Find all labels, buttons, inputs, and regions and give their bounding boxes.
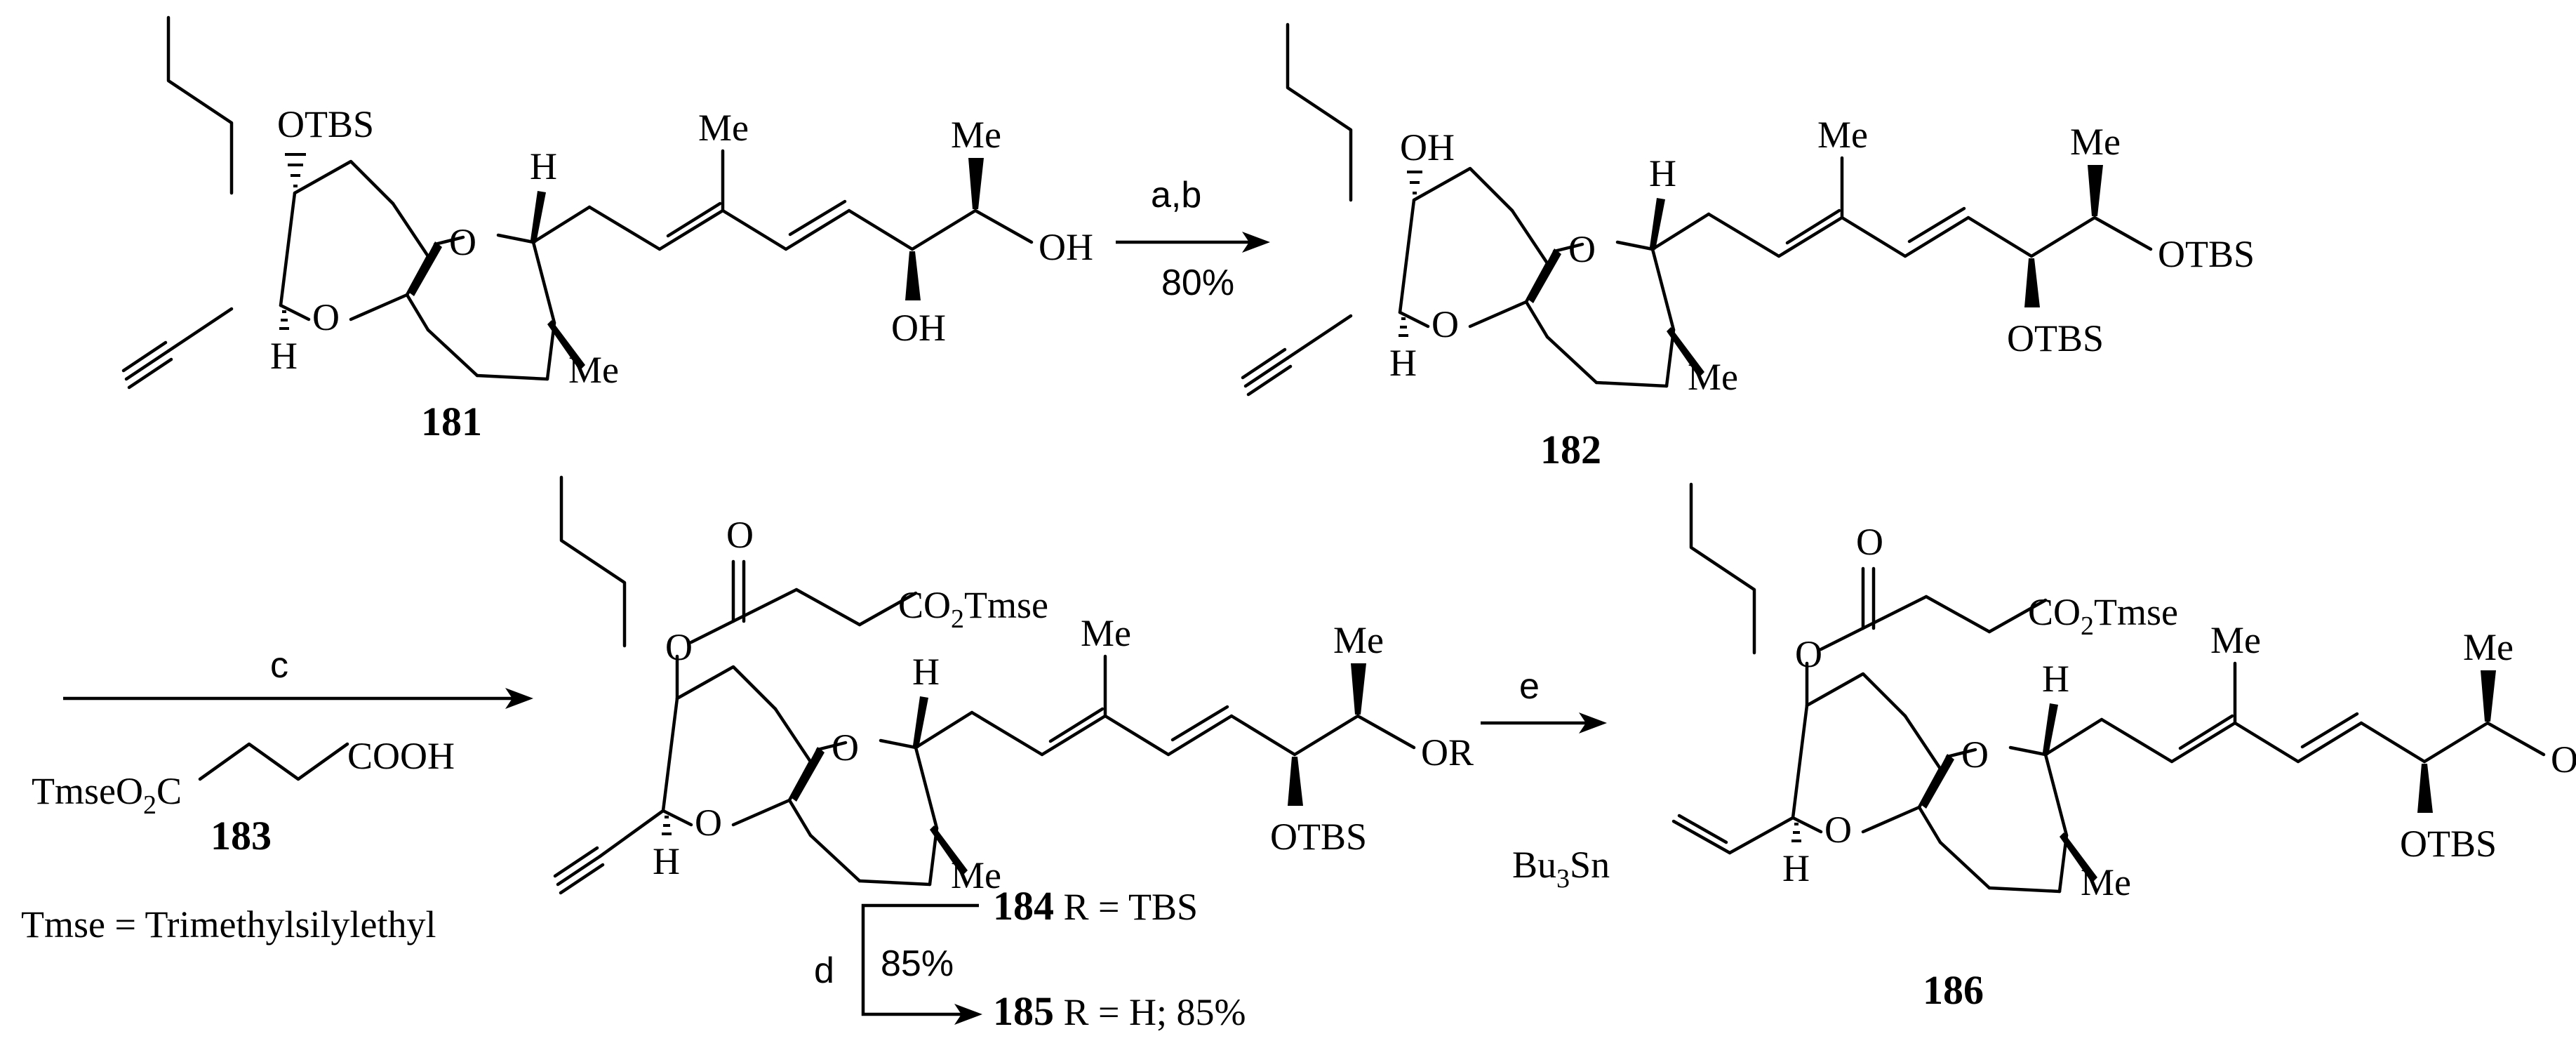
compound-number: 181 bbox=[421, 399, 482, 444]
reagent-label: d bbox=[814, 950, 834, 991]
otbs-label: OTBS bbox=[2158, 233, 2255, 275]
ring-oxygen-label: O bbox=[1824, 809, 1852, 851]
ring-oxygen-label: O bbox=[832, 726, 859, 769]
compound-number: 183 bbox=[211, 813, 272, 858]
hydrogen-label: H bbox=[653, 840, 680, 882]
hydrogen-label: H bbox=[270, 335, 298, 377]
carbonyl-oxygen-label: O bbox=[726, 514, 754, 556]
tributyltin-label: Bu3Sn bbox=[1512, 844, 1610, 894]
methyl-label: Me bbox=[698, 107, 749, 149]
methyl-label: Me bbox=[2463, 626, 2514, 668]
otbs-label: OTBS bbox=[2400, 823, 2497, 865]
ring-oxygen-label: O bbox=[695, 802, 722, 844]
hydrogen-label: H bbox=[912, 651, 940, 693]
otbs-label: OTBS bbox=[1270, 816, 1367, 858]
abbreviation-note: Tmse = Trimethylsilylethyl bbox=[21, 903, 436, 945]
compound-number: 182 bbox=[1540, 427, 1601, 472]
otbs-label: OTBS bbox=[277, 103, 374, 145]
ring-oxygen-label: O bbox=[449, 221, 476, 263]
tmse-ester-label: TmseO2C bbox=[32, 770, 182, 820]
ring-oxygen-label: O bbox=[312, 296, 340, 338]
ester-oxygen-label: O bbox=[1795, 633, 1822, 675]
ring-oxygen-label: O bbox=[1961, 734, 1989, 776]
compound-183: TmseO2C COOH 183 bbox=[32, 735, 455, 858]
methyl-label: Me bbox=[2081, 861, 2131, 903]
reagent-label: a,b bbox=[1151, 175, 1201, 215]
hydrogen-label: H bbox=[1782, 847, 1810, 889]
compound-184-label: 184 R = TBS bbox=[993, 883, 1198, 929]
carboxylic-acid-label: COOH bbox=[347, 735, 455, 777]
methyl-label: Me bbox=[2070, 121, 2121, 163]
carbonyl-oxygen-label: O bbox=[1856, 521, 1883, 563]
hydroxyl-label: OH bbox=[891, 307, 946, 349]
compound-185-label: 185 R = H; 85% bbox=[993, 988, 1246, 1034]
compound-184-185-labels: 184 R = TBS 185 R = H; 85% bbox=[993, 883, 1246, 1034]
reagent-label: e bbox=[1519, 666, 1540, 707]
methyl-label: Me bbox=[1688, 356, 1738, 398]
yield-label: 85% bbox=[881, 943, 954, 984]
methyl-label: Me bbox=[1817, 114, 1868, 156]
compound-186: O O CO2Tmse Bu3Sn Me Me Me O O H H OH OT… bbox=[1512, 482, 2576, 1013]
or-label: OR bbox=[1421, 731, 1474, 774]
compound-number: 186 bbox=[1923, 967, 1984, 1013]
compound-181: OTBS Me Me Me O O H H OH OH 181 bbox=[121, 15, 1093, 444]
arrow-d: d 85% bbox=[814, 903, 982, 1025]
methyl-label: Me bbox=[951, 114, 1001, 156]
ester-label: CO2Tmse bbox=[898, 584, 1048, 634]
hydroxyl-label: OH bbox=[2551, 738, 2576, 781]
ester-label: CO2Tmse bbox=[2028, 591, 2178, 641]
methyl-label: Me bbox=[951, 854, 1001, 896]
compound-184: O O CO2Tmse Me Me Me O O H H OR OTBS bbox=[553, 475, 1474, 896]
hydrogen-label: H bbox=[2042, 658, 2069, 700]
ring-oxygen-label: O bbox=[1568, 228, 1596, 270]
hydrogen-label: H bbox=[1649, 152, 1676, 194]
ester-oxygen-label: O bbox=[665, 626, 693, 668]
compound-182: OH Me Me Me O O H H OTBS OTBS 182 bbox=[1241, 22, 2255, 472]
hydrogen-label: H bbox=[1389, 342, 1417, 384]
methyl-label: Me bbox=[1333, 619, 1384, 661]
ring-oxygen-label: O bbox=[1432, 303, 1459, 345]
otbs-label: OTBS bbox=[2007, 317, 2104, 359]
yield-label: 80% bbox=[1161, 263, 1234, 303]
hydrogen-label: H bbox=[530, 145, 557, 187]
methyl-label: Me bbox=[1081, 612, 1131, 654]
arrow-ab: a,b 80% bbox=[1116, 175, 1270, 303]
hydroxyl-label: OH bbox=[1039, 226, 1093, 268]
arrow-c: c bbox=[63, 645, 533, 709]
methyl-label: Me bbox=[568, 349, 619, 391]
hydroxyl-label: OH bbox=[1400, 126, 1455, 168]
reagent-label: c bbox=[270, 645, 288, 686]
arrow-e: e bbox=[1481, 666, 1607, 734]
methyl-label: Me bbox=[2210, 619, 2261, 661]
